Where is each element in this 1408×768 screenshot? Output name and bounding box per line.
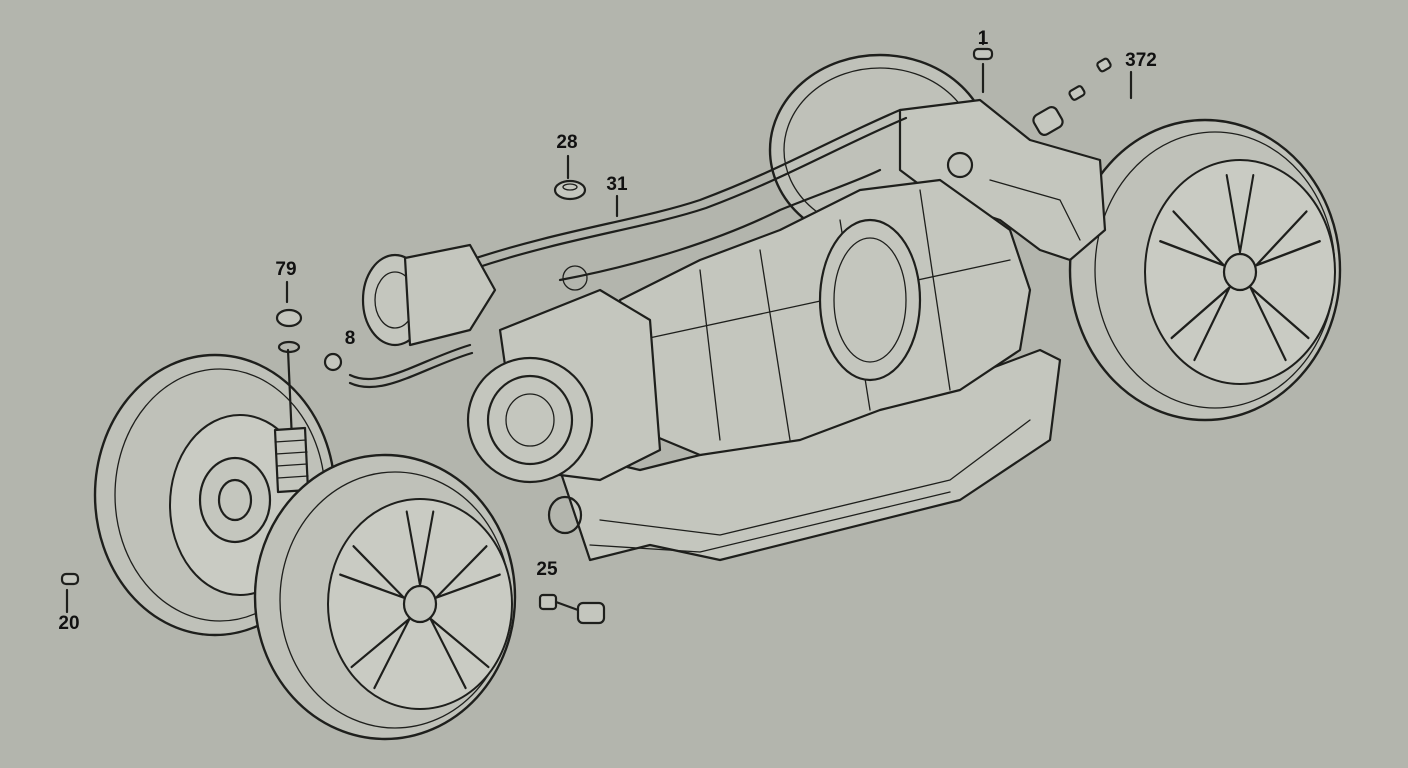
callout-31: 31 — [606, 174, 628, 195]
part-8-cap — [323, 352, 343, 372]
callout-25: 25 — [536, 559, 558, 580]
brake-lines — [348, 108, 908, 389]
callout-79: 79 — [275, 259, 297, 280]
callout-372: 372 — [1125, 50, 1157, 71]
brake-pump-assembly — [361, 243, 588, 347]
part-28-washer — [553, 179, 587, 201]
strut-spring — [273, 308, 310, 494]
part-1-bushing — [972, 47, 994, 61]
front-right-wheel — [253, 453, 517, 741]
callout-8: 8 — [344, 328, 356, 349]
clutch-bell-housing — [466, 288, 662, 535]
callout-20: 20 — [58, 613, 80, 634]
rear-right-wheel — [1068, 118, 1342, 422]
leader-lines — [65, 30, 1133, 614]
callout-1: 1 — [977, 28, 989, 49]
part-20-clip — [60, 572, 80, 586]
part-25-fitting — [538, 593, 606, 625]
callout-28: 28 — [556, 132, 578, 153]
part-372-fitting — [1032, 57, 1112, 136]
transmission-housing — [618, 178, 1032, 457]
